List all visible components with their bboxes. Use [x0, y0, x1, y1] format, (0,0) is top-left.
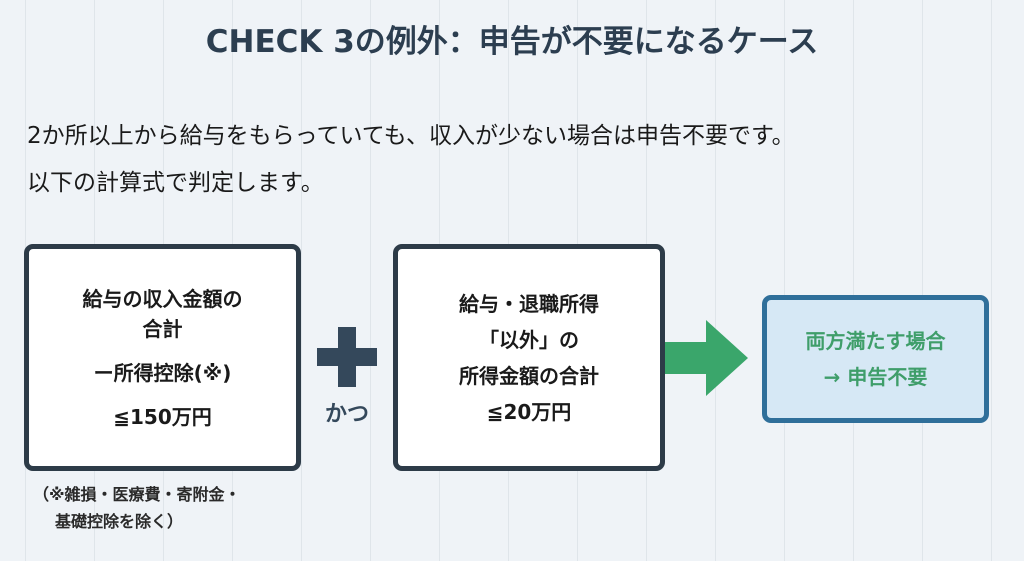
intro-line: 2か所以上から給与をもらっていても、収入が少ない場合は申告不要です。 [27, 123, 795, 149]
result-line: 両方満たす場合 [805, 329, 946, 353]
result-line: → 申告不要 [823, 365, 928, 389]
box-line: ≦20万円 [486, 399, 572, 424]
salary-condition-box: 給与の収入金額の 合計 ー所得控除(※) ≦150万円 [24, 244, 301, 471]
box-line: 合計 [142, 316, 183, 341]
footnote-line: 基礎控除を除く） [55, 512, 184, 531]
arrow-right-icon [665, 320, 748, 396]
box-line: ≦150万円 [113, 404, 212, 429]
result-box: 両方満たす場合 → 申告不要 [762, 295, 989, 423]
box-line: 給与の収入金額の [82, 286, 243, 311]
page-title: CHECK 3の例外：申告が不要になるケース [205, 24, 819, 60]
intro-line: 以下の計算式で判定します。 [27, 170, 324, 196]
footnote: （※雑損・医療費・寄附金・ 基礎控除を除く） [33, 481, 241, 535]
box-line: 所得金額の合計 [459, 363, 599, 388]
box-line: 「以外」の [479, 327, 579, 352]
box-line: ー所得控除(※) [93, 360, 232, 385]
plus-icon [317, 327, 377, 387]
other-income-condition-box: 給与・退職所得 「以外」の 所得金額の合計 ≦20万円 [393, 244, 665, 471]
and-label: かつ [324, 402, 369, 427]
intro-text: 2か所以上から給与をもらっていても、収入が少ない場合は申告不要です。 以下の計算… [27, 113, 795, 207]
box-line: 給与・退職所得 [459, 291, 599, 316]
footnote-line: （※雑損・医療費・寄附金・ [33, 485, 241, 504]
